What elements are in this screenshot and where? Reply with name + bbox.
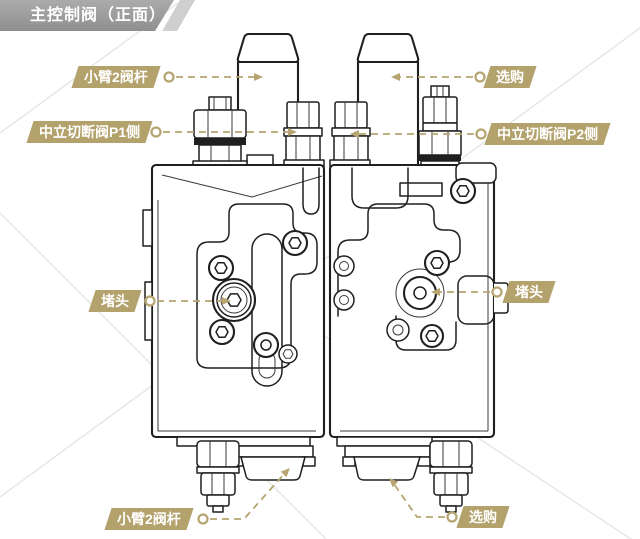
label-arm2-valve-stem-top: 小臂2阀杆 [71,66,161,88]
right-valve-stem-cap [356,32,420,167]
p2-neutral-cutoff-fitting [329,101,371,168]
leader-p1 [150,126,297,138]
label-text: 中立切断阀P1侧 [39,124,141,140]
label-arm2-valve-stem-bottom: 小臂2阀杆 [104,508,194,530]
label-neutral-cutoff-p1: 中立切断阀P1侧 [26,121,153,143]
leader-plug-right [431,286,503,298]
fitting-right-bolt-stack [418,85,462,172]
leader-plug-left [144,295,231,307]
label-text: 选购 [469,509,497,525]
label-optional-bottom: 选购 [456,506,510,528]
label-optional-top: 选购 [483,66,537,88]
label-plug-right: 堵头 [502,281,556,303]
bottom-bolt-right [429,440,473,513]
label-text: 中立切断阀P2侧 [497,126,599,142]
label-plug-left: 堵头 [88,290,142,312]
bottom-cap-right [342,445,431,481]
right-plug-port [395,268,445,318]
label-text: 堵头 [515,284,543,300]
bottom-bolt-left [196,440,240,513]
label-text: 选购 [496,69,524,85]
leader-arm2-top [163,71,263,83]
label-text: 小臂2阀杆 [117,511,181,527]
socket-bolts-right [386,177,477,349]
label-neutral-cutoff-p2: 中立切断阀P2侧 [484,123,611,145]
left-plug-port [211,277,257,323]
bottom-cap-left [230,445,316,481]
leader-optional-top [391,71,486,83]
label-text: 小臂2阀杆 [84,69,148,85]
label-text: 堵头 [101,293,129,309]
leader-p2 [350,128,487,140]
title-banner: 主控制阀（正面） [0,0,174,31]
p1-neutral-cutoff-fitting [283,101,325,168]
leader-optional-bottom [389,478,458,523]
socket-bolts-left [207,229,355,364]
leader-arm2-bottom [197,468,290,525]
page-title: 主控制阀（正面） [30,7,167,24]
